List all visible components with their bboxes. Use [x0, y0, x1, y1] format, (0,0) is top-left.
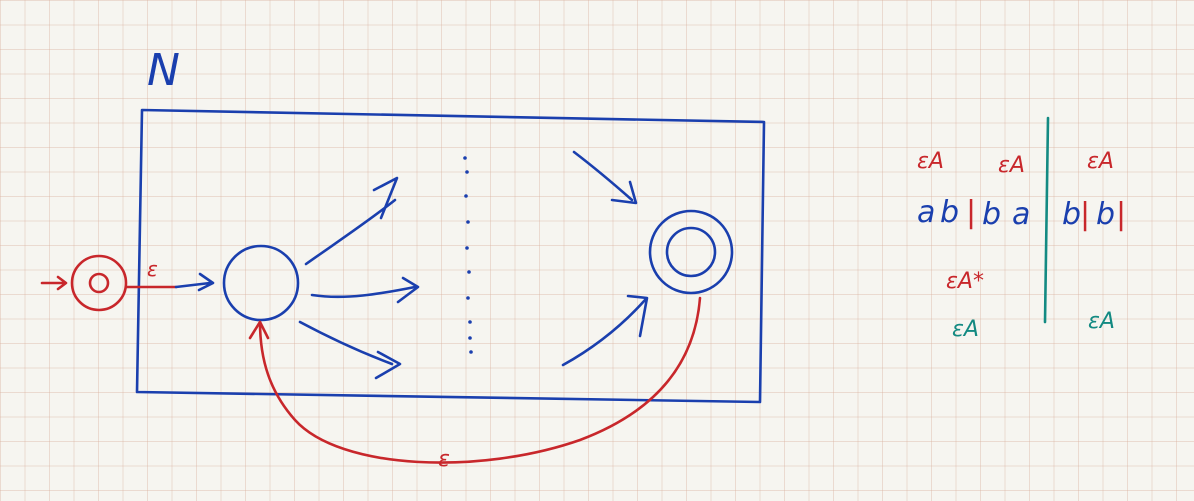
string-annotation: εA εA εA a b | b a b | b | εA* εA εA — [917, 116, 1126, 342]
epsilon-loop-arrowhead — [248, 320, 270, 340]
token-b-4: b — [1096, 197, 1115, 232]
in-arrow-upper — [572, 150, 634, 202]
out-arrow-upper — [304, 198, 397, 266]
epsilon-loop-edge — [258, 296, 702, 464]
token-a-1: a — [917, 195, 935, 230]
bottom-label-left: εA — [952, 317, 979, 342]
separator-1: | — [966, 195, 976, 230]
group-label-3: εA — [1087, 149, 1114, 174]
in-arrow-lower — [561, 298, 647, 367]
separator-3: | — [1116, 197, 1126, 232]
token-b-3: b — [1062, 197, 1081, 232]
bottom-label-right: εA — [1088, 309, 1115, 334]
accept-state — [648, 209, 734, 295]
epsilon-entry-arrowhead — [174, 272, 215, 292]
teal-divider — [1043, 116, 1050, 324]
separator-2: | — [1080, 197, 1090, 232]
nfa-label: N — [147, 45, 180, 96]
out-arrow-middle — [310, 285, 417, 299]
star-label: εA* — [946, 269, 984, 294]
out-arrow-lower — [298, 320, 394, 366]
epsilon-loop-label: ε — [438, 447, 450, 472]
new-start-state — [40, 254, 128, 312]
nfa-box — [135, 108, 766, 404]
epsilon-entry-label: ε — [147, 257, 158, 281]
old-start-state — [222, 244, 300, 322]
token-a-2: a — [1012, 197, 1030, 232]
token-b-1: b — [940, 195, 959, 230]
ellipsis-dots — [463, 156, 473, 354]
group-label-2: εA — [998, 153, 1025, 178]
token-b-2: b — [982, 197, 1001, 232]
group-label-1: εA — [917, 149, 944, 174]
